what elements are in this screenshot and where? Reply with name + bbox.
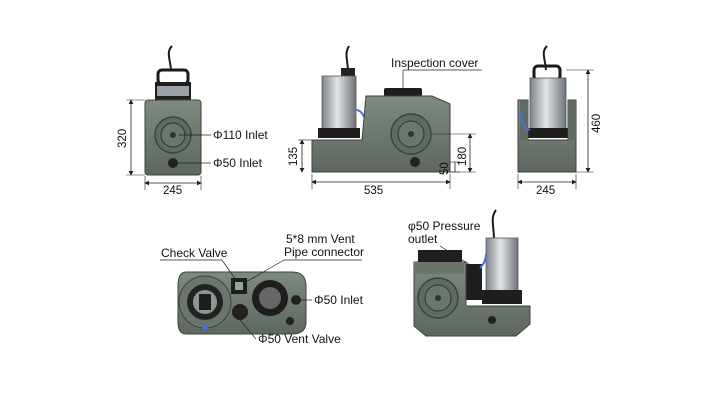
dim-side-height-body: 135 bbox=[288, 146, 300, 166]
dim-rear-height: 460 bbox=[591, 113, 603, 133]
vent-valve-label: Φ50 Vent Valve bbox=[258, 332, 341, 346]
dim-side-length: 535 bbox=[364, 185, 384, 197]
inlet-50-top-label: Φ50 Inlet bbox=[314, 293, 363, 307]
check-valve-label: Check Valve bbox=[161, 246, 228, 260]
dim-side-height-outlet: 180 bbox=[457, 146, 469, 166]
vent-pipe-label-line2: Pipe connector bbox=[284, 245, 365, 259]
dim-front-height: 320 bbox=[117, 128, 129, 148]
pressure-outlet-label-line2: outlet bbox=[408, 232, 438, 246]
rear-view bbox=[517, 45, 594, 189]
vent-pipe-label-line1: 5*8 mm Vent bbox=[286, 232, 355, 246]
side-view bbox=[298, 45, 482, 189]
inlet-50-front-label: Φ50 Inlet bbox=[213, 156, 262, 170]
top-view bbox=[160, 259, 362, 340]
inspection-cover-label: Inspection cover bbox=[391, 56, 479, 70]
dim-side-height-inlet: 50 bbox=[439, 162, 451, 175]
inlet-110-label: Φ110 Inlet bbox=[213, 128, 268, 142]
dim-rear-width: 245 bbox=[536, 185, 556, 197]
iso-view bbox=[413, 209, 531, 337]
pressure-outlet-label-line1: φ50 Pressure bbox=[408, 219, 481, 233]
front-view bbox=[126, 45, 211, 190]
dim-front-width: 245 bbox=[163, 185, 183, 197]
